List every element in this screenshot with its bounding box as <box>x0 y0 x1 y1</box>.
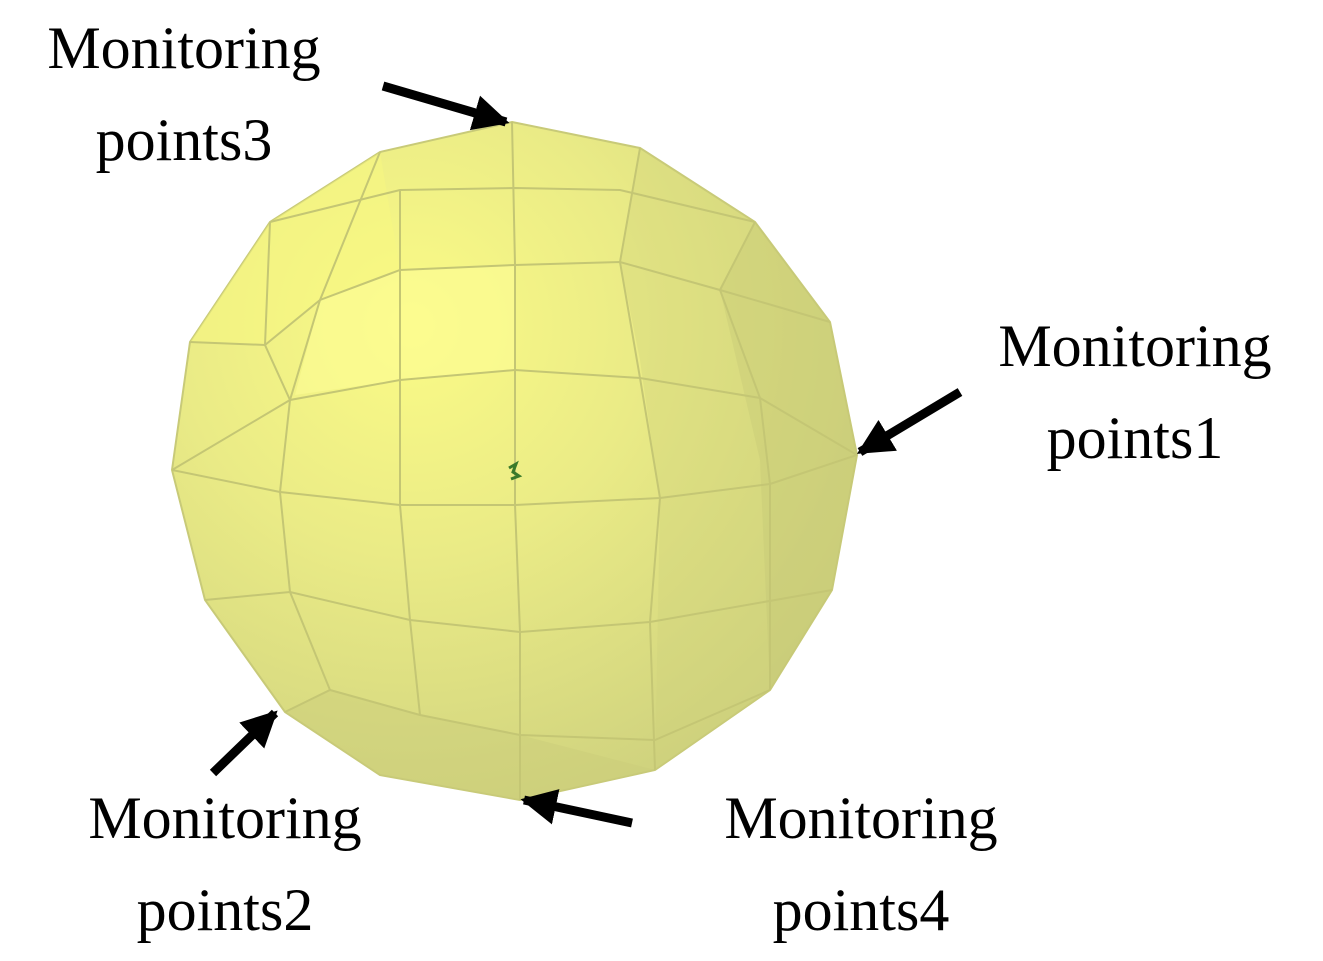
arrow-points4 <box>520 789 633 828</box>
longitude-line-2 <box>511 122 521 800</box>
latitude-line-5 <box>204 589 833 634</box>
label-line-2: points4 <box>772 877 950 943</box>
label-line-2: points2 <box>136 877 314 943</box>
label-line-2: points1 <box>1046 405 1224 471</box>
facet-bottom-shade <box>285 690 655 800</box>
label-monitoring-points1: Monitoring points1 <box>950 300 1320 484</box>
longitude-lines <box>263 122 771 800</box>
label-monitoring-points4: Monitoring points4 <box>676 772 1046 956</box>
latitude-line-2 <box>189 260 831 347</box>
facet-far-right <box>720 222 857 690</box>
label-line-1: Monitoring <box>998 313 1272 379</box>
facet-right-shade <box>620 148 857 770</box>
longitude-line-5 <box>263 221 291 401</box>
arrow-points2 <box>209 709 279 777</box>
longitude-line-3 <box>618 147 662 771</box>
arrow-points1 <box>856 388 963 456</box>
label-monitoring-points2: Monitoring points2 <box>40 772 410 956</box>
label-line-2: points3 <box>95 107 273 173</box>
center-marker <box>508 460 523 481</box>
longitude-line-1 <box>278 151 381 691</box>
label-line-1: Monitoring <box>47 15 321 81</box>
sphere-facets <box>190 148 857 800</box>
facet-upper-left <box>190 152 400 345</box>
longitude-line-6 <box>399 190 421 716</box>
label-line-1: Monitoring <box>724 785 998 851</box>
label-line-1: Monitoring <box>88 785 362 851</box>
label-monitoring-points3: Monitoring points3 <box>4 2 364 186</box>
facet-highlight <box>295 265 515 395</box>
latitude-line-1 <box>269 186 756 223</box>
longitude-line-4 <box>718 221 771 690</box>
arrow-points3 <box>381 81 510 131</box>
latitude-line-6 <box>284 688 771 742</box>
